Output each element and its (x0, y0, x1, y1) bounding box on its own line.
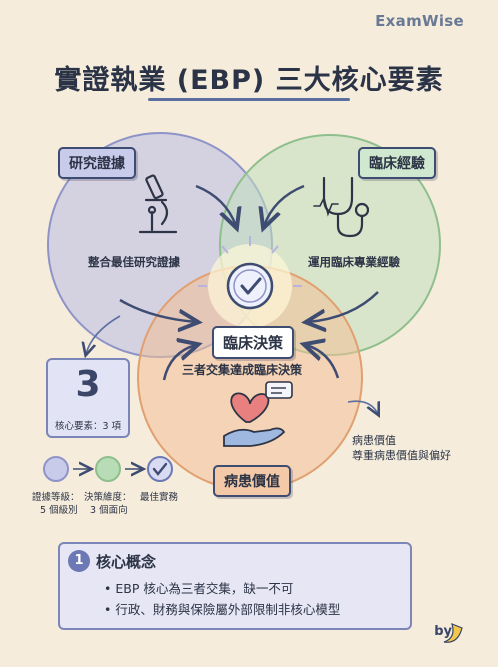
page-title: 實證執業 (EBP) 三大核心要素 (54, 65, 444, 96)
step-3-line1: 最佳實務 (140, 492, 179, 503)
concept-bullet-2: • 行政、財務與保險屬外部限制非核心模型 (104, 602, 341, 617)
arrow-clinical-to-center (264, 184, 305, 226)
heart-hand-icon (223, 381, 293, 447)
signature: by (434, 624, 452, 639)
patient-tag: 病患價值 (213, 465, 291, 497)
core-concept-card (58, 542, 412, 630)
step-circle-check (147, 456, 173, 482)
count-label: 核心要素：3 項 (54, 421, 122, 432)
decision-tag: 臨床決策 (212, 326, 295, 359)
step-2-line2: 3 個面向 (90, 505, 128, 516)
concept-bullet-1: • EBP 核心為三者交集，缺一不可 (104, 581, 294, 596)
title-underline (148, 98, 350, 101)
patient-note-title: 病患價值 (352, 434, 396, 447)
decision-label: 三者交集達成臨床決策 (182, 363, 303, 377)
checkmark-icon (226, 262, 274, 310)
count-number: 3 (75, 364, 101, 405)
arrow-patient-to-decision (162, 345, 196, 381)
research-label: 整合最佳研究證據 (88, 255, 180, 269)
arrow-right-to-decision (308, 291, 379, 322)
banana-icon (443, 622, 463, 643)
patient-note-desc: 尊重病患價值與偏好 (352, 449, 451, 462)
brand-logo: ExamWise (375, 12, 464, 30)
stethoscope-icon (313, 176, 370, 238)
concept-number-badge: 1 (68, 550, 90, 572)
microscope-icon (138, 174, 178, 234)
step-circle-research (43, 456, 69, 482)
step-2-line1: 決策維度： (84, 492, 132, 503)
clinical-label: 運用臨床專業經驗 (308, 255, 400, 269)
center-rays (198, 236, 302, 287)
arrow-patient-right-to-decision (306, 345, 340, 379)
arrow-to-count (86, 315, 121, 354)
arrow-to-patient-note (347, 400, 378, 414)
count-card (46, 358, 130, 438)
research-tag: 研究證據 (58, 147, 136, 179)
clinical-tag: 臨床經驗 (358, 147, 436, 179)
step-1-line1: 證據等級： (32, 492, 80, 503)
arrow-left-to-decision (119, 298, 196, 322)
step-circle-clinical (95, 456, 121, 482)
step-check-icon (152, 462, 168, 476)
arrow-research-to-center (195, 184, 236, 226)
concept-title: 核心概念 (96, 553, 157, 571)
step-1-line2: 5 個級別 (40, 505, 78, 516)
